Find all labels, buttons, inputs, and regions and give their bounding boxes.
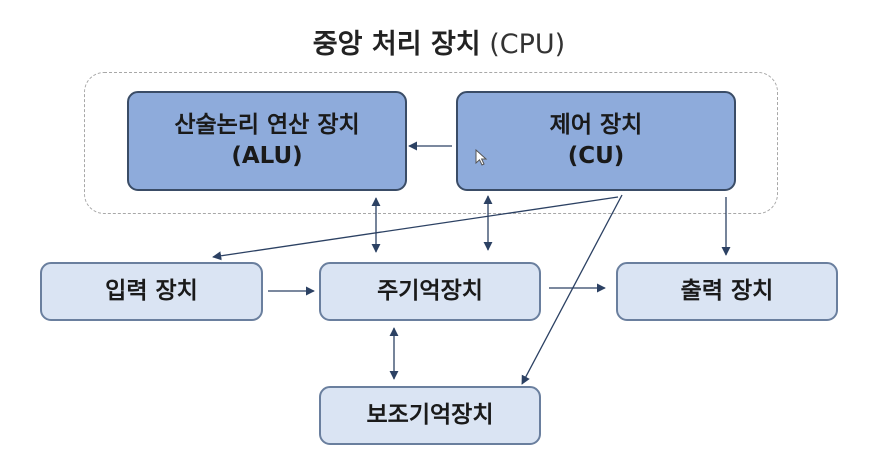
secondary-storage-box: 보조기억장치 [319,386,541,445]
main-memory-label: 주기억장치 [377,277,483,304]
input-device-box: 입력 장치 [40,262,263,321]
secondary-storage-label: 보조기억장치 [366,401,494,428]
title-abbr: (CPU) [489,29,566,60]
output-device-label: 출력 장치 [680,277,774,304]
input-device-label: 입력 장치 [105,277,198,304]
control-unit-box: 제어 장치 (CU) [456,91,736,191]
alu-abbr: (ALU) [231,143,303,169]
cpu-boundary [84,72,778,214]
mouse-cursor-icon [475,149,488,166]
alu-box: 산술논리 연산 장치 (ALU) [127,91,407,191]
control-unit-name: 제어 장치 [549,111,643,138]
diagram-title: 중앙 처리 장치 (CPU) [0,22,878,61]
main-memory-box: 주기억장치 [319,262,541,321]
arrow-cu-to-input [212,196,619,261]
control-unit-abbr: (CU) [567,143,625,169]
output-device-box: 출력 장치 [616,262,838,321]
title-main: 중앙 처리 장치 [312,29,481,60]
arrow-cu-to-storage [521,194,623,385]
alu-name: 산술논리 연산 장치 [174,111,360,138]
